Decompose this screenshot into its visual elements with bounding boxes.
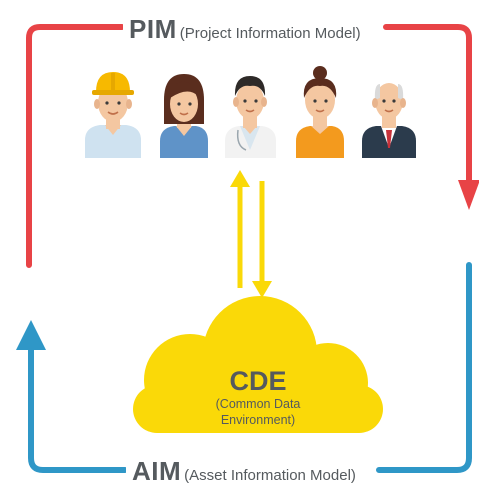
aim-abbreviation: AIM <box>132 456 182 486</box>
woman-icon <box>160 74 208 158</box>
aim-loop <box>16 262 472 473</box>
doctor-icon <box>225 76 276 158</box>
aim-full-name: (Asset Information Model) <box>184 467 356 484</box>
pim-abbreviation: PIM <box>129 14 177 44</box>
aim-loop-line-right <box>376 262 472 473</box>
construction-worker-icon <box>85 72 141 158</box>
aim-loop-arrowhead <box>16 320 46 350</box>
pim-loop-line-right <box>383 24 472 185</box>
aim-label: AIM(Asset Information Model) <box>126 458 362 484</box>
cde-subtitle: (Common Data Environment) <box>215 397 301 427</box>
up-arrow-head <box>230 170 250 187</box>
pim-loop-line <box>26 24 125 268</box>
businessman-icon <box>362 83 416 158</box>
pim-loop-arrowhead <box>458 180 479 210</box>
pim-loop <box>26 24 479 268</box>
pim-full-name: (Project Information Model) <box>179 25 361 42</box>
down-arrow-head <box>252 281 272 298</box>
cde-cloud <box>133 296 383 433</box>
woman-bun-icon <box>296 66 344 158</box>
pim-label: PIM(Project Information Model) <box>123 16 367 42</box>
people-group <box>85 66 416 158</box>
cde-title: CDE <box>229 366 287 396</box>
aim-loop-line-left <box>28 347 128 473</box>
cde-label: CDE (Common Data Environment) <box>178 366 338 428</box>
exchange-arrows <box>230 170 272 298</box>
